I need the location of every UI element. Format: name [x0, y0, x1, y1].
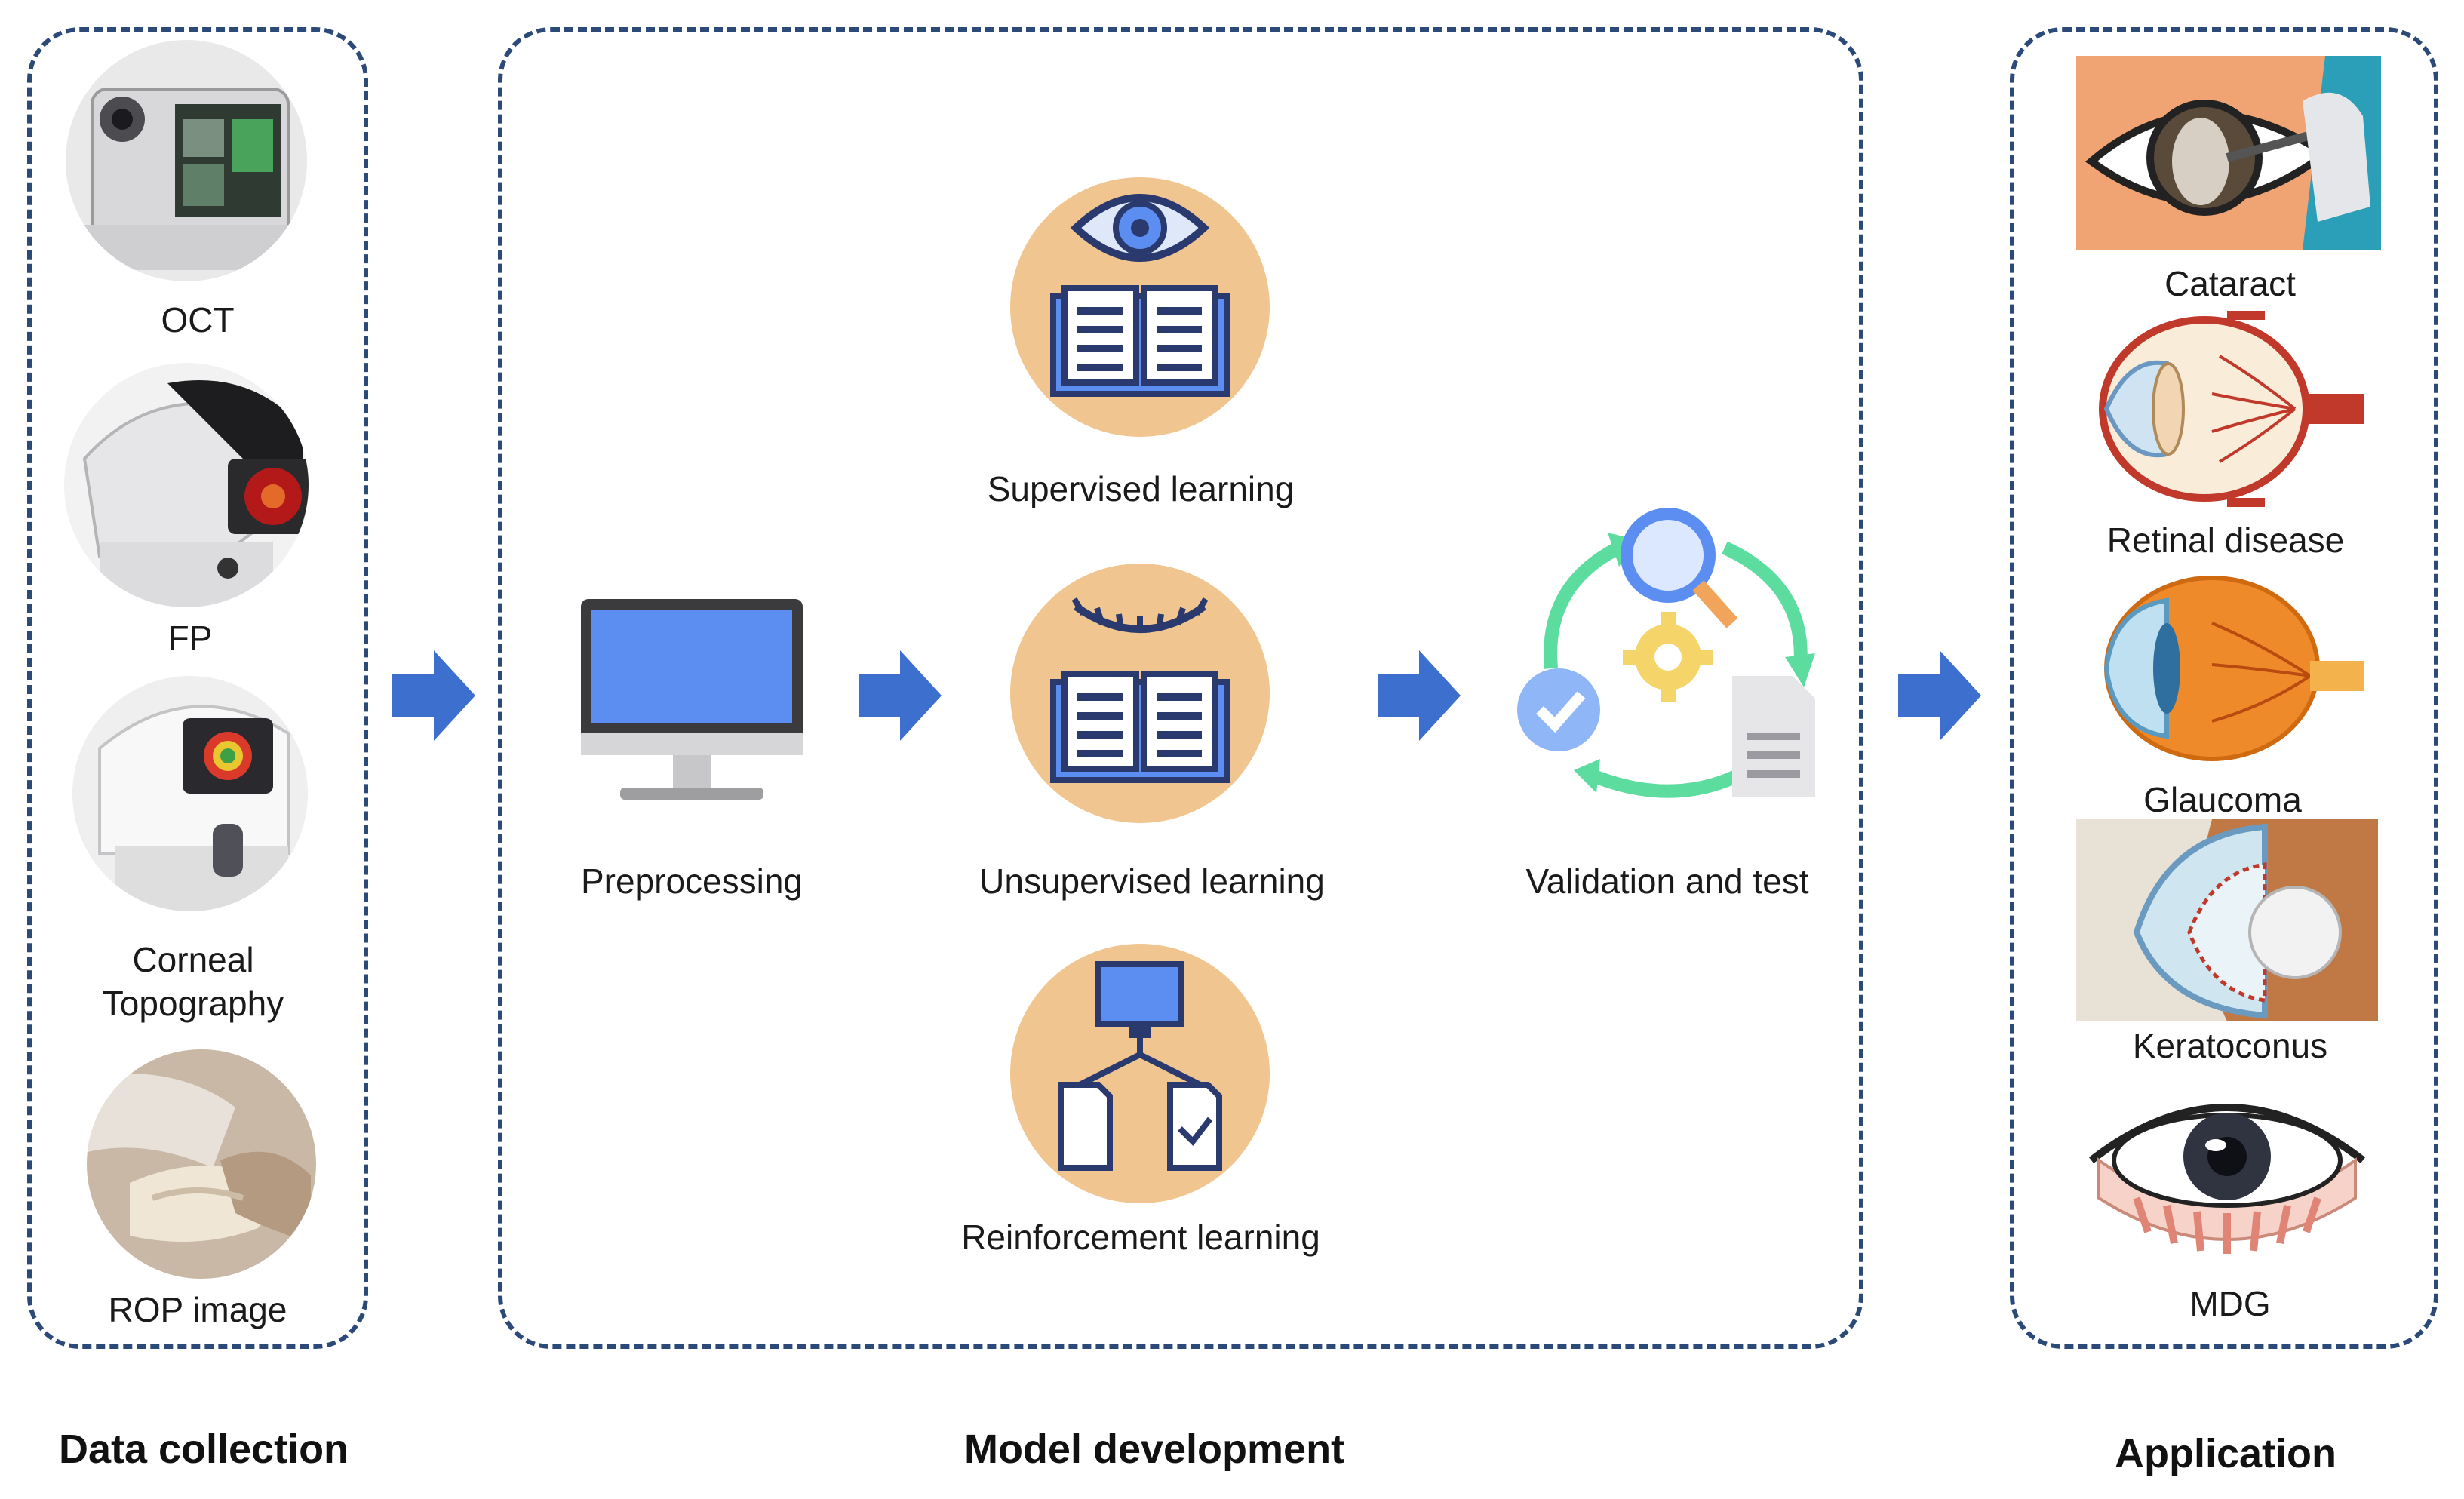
corneal-topographer-image — [72, 676, 308, 911]
model-development-title: Model development — [963, 1427, 1345, 1472]
supervised-learning-icon — [1010, 177, 1270, 437]
corneal-topography-text: Corneal Topography — [102, 940, 284, 1023]
keratoconus-image — [2076, 819, 2378, 1021]
validation-and-test-label: Validation and test — [1525, 862, 1809, 901]
data-collection-title: Data collection — [58, 1427, 349, 1472]
rop-image — [87, 1049, 316, 1279]
supervised-learning-label: Supervised learning — [987, 469, 1295, 508]
oct-label: OCT — [161, 300, 235, 339]
fp-label: FP — [167, 619, 213, 658]
data-collection-panel — [27, 27, 368, 1349]
arrow-collection-to-model — [392, 650, 475, 741]
keratoconus-label: Keratoconus — [2132, 1026, 2328, 1065]
glaucoma-label: Glaucoma — [2143, 780, 2302, 819]
retinal-disease-label: Retinal disease — [2106, 521, 2345, 560]
unsupervised-learning-icon — [1010, 564, 1270, 823]
glaucoma-image — [2084, 570, 2364, 766]
cataract-image — [2076, 56, 2381, 250]
preprocessing-label: Preprocessing — [580, 862, 803, 901]
reinforcement-learning-icon — [1010, 944, 1270, 1203]
cataract-label: Cataract — [2164, 264, 2296, 303]
rop-image-label: ROP image — [108, 1290, 287, 1329]
arrow-learning-to-validation — [1378, 650, 1461, 741]
retinal-disease-image — [2084, 311, 2364, 507]
oct-device-image — [66, 40, 307, 281]
mdg-eye-image — [2084, 1077, 2370, 1273]
reinforcement-learning-label: Reinforcement learning — [961, 1218, 1320, 1257]
application-title: Application — [2115, 1431, 2336, 1476]
model-development-panel — [498, 27, 1863, 1349]
corneal-topography-label: Corneal Topography — [72, 938, 314, 1025]
fundus-camera-image — [64, 363, 309, 607]
unsupervised-learning-label: Unsupervised learning — [979, 862, 1325, 901]
validation-cycle-icon — [1517, 508, 1815, 798]
arrow-preprocessing-to-learning — [859, 650, 942, 741]
arrow-model-to-application — [1898, 650, 1981, 741]
monitor-icon — [581, 599, 803, 800]
application-panel — [2010, 27, 2438, 1349]
mdg-label: MDG — [2189, 1284, 2271, 1323]
